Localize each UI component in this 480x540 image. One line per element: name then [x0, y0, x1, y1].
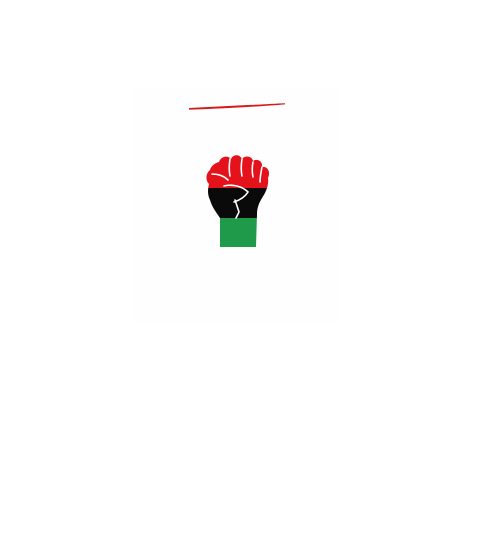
red-brush-stroke	[189, 103, 285, 110]
raised-fist-icon	[206, 155, 270, 247]
